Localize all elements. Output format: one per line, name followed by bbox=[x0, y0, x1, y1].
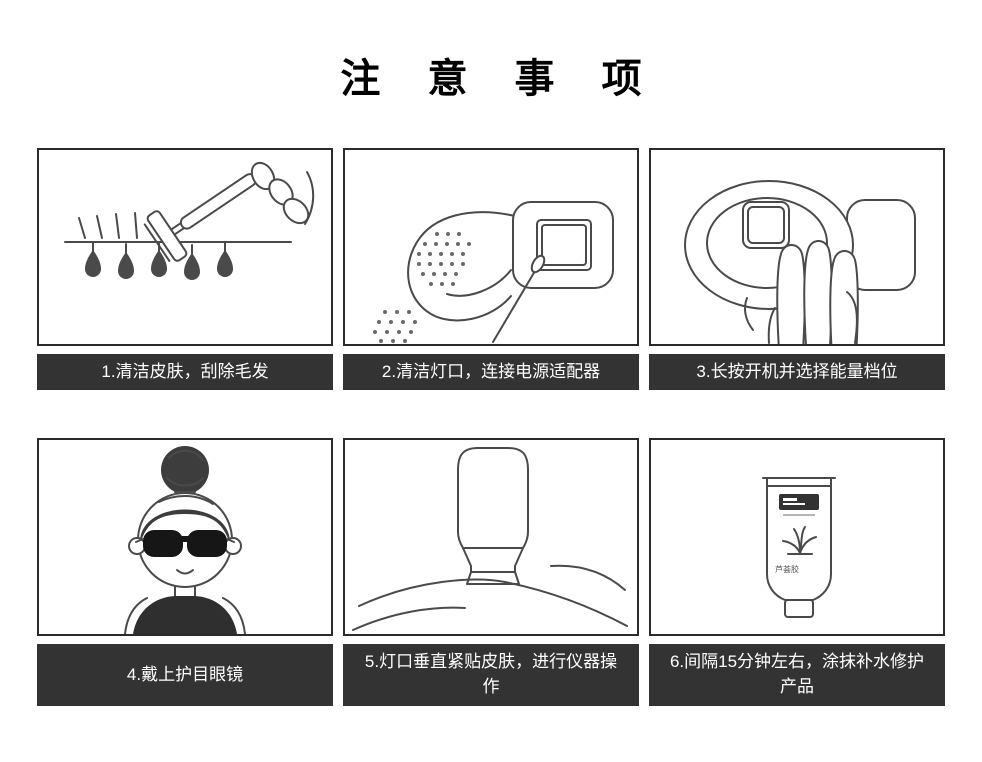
step-panel-2: 2.清洁灯口，连接电源适配器 bbox=[343, 148, 639, 390]
step-1-caption: 1.清洁皮肤，刮除毛发 bbox=[37, 354, 333, 390]
page-title: 注 意 事 项 bbox=[340, 57, 660, 101]
step-5-caption: 5.灯口垂直紧贴皮肤，进行仪器操作 bbox=[343, 644, 639, 706]
device-on-skin-illustration bbox=[352, 447, 628, 631]
power-press-illustration bbox=[684, 180, 916, 344]
step-6-image-frame: 芦荟胶 bbox=[649, 438, 945, 636]
goggles-girl-illustration bbox=[124, 446, 246, 634]
step-panel-4: 4.戴上护目眼镜 bbox=[37, 438, 333, 706]
step-panel-3: 3.长按开机并选择能量档位 bbox=[649, 148, 945, 390]
step-panel-1: 1.清洁皮肤，刮除毛发 bbox=[37, 148, 333, 390]
step-6-caption: 6.间隔15分钟左右，涂抹补水修护产品 bbox=[649, 644, 945, 706]
moisturizer-tube-illustration: 芦荟胶 bbox=[762, 477, 836, 618]
step-4-caption: 4.戴上护目眼镜 bbox=[37, 644, 333, 706]
razor-shaving-illustration bbox=[64, 161, 315, 281]
steps-grid: 1.清洁皮肤，刮除毛发 bbox=[0, 148, 982, 706]
step-panel-5: 5.灯口垂直紧贴皮肤，进行仪器操作 bbox=[343, 438, 639, 706]
step-2-caption: 2.清洁灯口，连接电源适配器 bbox=[343, 354, 639, 390]
tube-label: 芦荟胶 bbox=[775, 564, 799, 574]
step-3-caption: 3.长按开机并选择能量档位 bbox=[649, 354, 945, 390]
step-5-image-frame bbox=[343, 438, 639, 636]
step-3-image-frame bbox=[649, 148, 945, 346]
step-4-image-frame bbox=[37, 438, 333, 636]
step-panel-6: 芦荟胶 6.间隔15分钟左右，涂抹补水修护产品 bbox=[649, 438, 945, 706]
step-1-image-frame bbox=[37, 148, 333, 346]
step-2-image-frame bbox=[343, 148, 639, 346]
device-cleaning-illustration bbox=[373, 201, 614, 343]
